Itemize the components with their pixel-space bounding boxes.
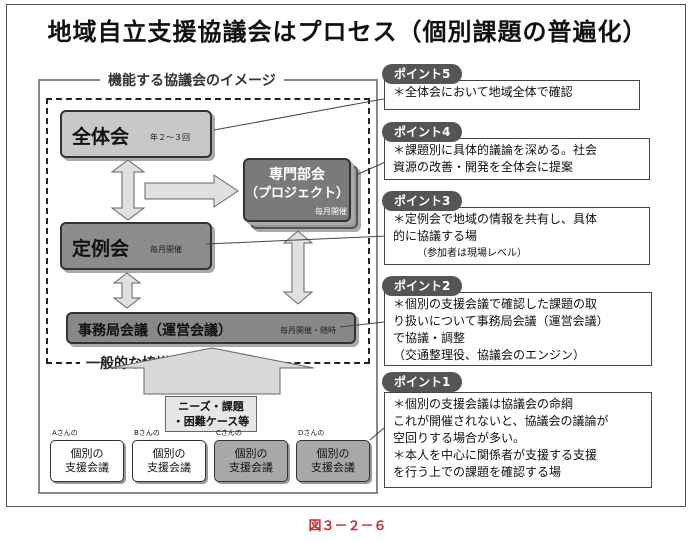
individual-c-line2: 支援会議 <box>229 461 273 474</box>
point4-line2: 資源の改善・開発を全体会に提案 <box>393 160 574 174</box>
jimu-label: 事務局会議（運営会議） <box>78 323 232 339</box>
individual-d-line2: 支援会議 <box>311 461 355 474</box>
point2-callout: ＊個別の支援会議で確認した課題の取 り扱いについて事務局会議（運営会議） で協議… <box>384 292 652 366</box>
point1-line3: 空回りする場合が多い。 <box>393 431 526 445</box>
zentai-label: 全体会 <box>72 126 130 148</box>
needs-line2: ・困難ケース等 <box>172 415 250 428</box>
teirei-box: 定例会 毎月開催 <box>60 222 212 270</box>
point3-tag: ポイント3 <box>382 191 463 211</box>
point4-line1: ＊課題別に具体的議論を深める。社会 <box>393 143 598 157</box>
zentai-box: 全体会 年２～３回 <box>60 110 212 158</box>
senmon-line1: 専門部会 <box>269 167 325 183</box>
double-arrow-zentai-teirei <box>110 159 146 221</box>
double-arrow-senmon-jimu <box>282 230 314 305</box>
point2-line2: り扱いについて事務局会議（運営会議） <box>393 314 609 328</box>
pointer-line-1 <box>369 427 385 441</box>
point1-line1: ＊個別の支援会議は協議会の命綱 <box>393 397 574 411</box>
point1-line4: ＊本人を中心に関係者が支援する支援 <box>393 448 598 462</box>
point4-callout: ＊課題別に具体的議論を深める。社会 資源の改善・開発を全体会に提案 <box>384 138 650 180</box>
jimu-note: 毎月開催・随時 <box>280 326 336 335</box>
pointer-line-5 <box>213 95 401 131</box>
point3-line2: 的に協議する場 <box>393 229 478 243</box>
teirei-label: 定例会 <box>72 238 130 260</box>
page-title: 地域自立支援協議会はプロセス（個別課題の普遍化） <box>47 18 648 46</box>
point5-tag: ポイント5 <box>382 64 463 84</box>
individual-meeting-c: 個別の 支援会議 <box>214 440 288 482</box>
point4-tag: ポイント4 <box>382 122 463 142</box>
point3-line1: ＊定例会で地域の情報を共有し、具体 <box>393 212 598 226</box>
individual-a-line1: 個別の <box>70 447 104 460</box>
point1-line5: を行う上での課題を確認する場 <box>393 465 562 479</box>
individual-d-line1: 個別の <box>316 447 350 460</box>
senmon-note: 毎月開催 <box>315 207 347 216</box>
senmon-line2: （プロジェクト） <box>245 186 350 201</box>
individual-a-line2: 支援会議 <box>65 461 109 474</box>
individual-name-c: Cさんの <box>216 429 242 437</box>
arrow-to-senmon <box>144 174 239 208</box>
individual-b-line2: 支援会議 <box>147 461 191 474</box>
double-arrow-teirei-jimu <box>112 272 142 309</box>
individual-meeting-b: 個別の 支援会議 <box>132 440 206 482</box>
point1-callout: ＊個別の支援会議は協議会の命綱 これが開催されないと、協議会の議論が 空回りする… <box>384 392 652 488</box>
needs-line1: ニーズ・課題 <box>178 400 244 413</box>
point1-line2: これが開催されないと、協議会の議論が <box>393 414 609 428</box>
point2-line4: （交通整理役、協議会のエンジン） <box>393 348 586 362</box>
pointer-line-2 <box>339 321 385 328</box>
zentai-note: 年２～３回 <box>150 133 190 142</box>
point1-tag: ポイント1 <box>382 372 463 392</box>
jimu-box: 事務局会議（運営会議） 毎月開催・随時 <box>66 312 356 344</box>
individual-meeting-d: 個別の 支援会議 <box>296 440 370 482</box>
outer-frame-label: 機能する協議会のイメージ <box>100 70 284 90</box>
individual-c-line1: 個別の <box>234 447 268 460</box>
senmon-box: 専門部会 （プロジェクト） 毎月開催 <box>243 158 351 222</box>
teirei-note: 毎月開催 <box>150 245 182 254</box>
individual-b-line1: 個別の <box>152 447 186 460</box>
individual-name-b: Bさんの <box>134 429 160 437</box>
pointer-line-3 <box>205 235 389 245</box>
individual-name-a: Aさんの <box>52 429 78 437</box>
point5-line: ＊全体会において地域全体で確認 <box>393 85 573 99</box>
point3-callout: ＊定例会で地域の情報を共有し、具体 的に協議する場 （参加者は現場レベル） <box>384 207 650 265</box>
point2-tag: ポイント2 <box>382 276 463 296</box>
point2-line3: で協議・調整 <box>393 331 466 345</box>
point5-callout: ＊全体会において地域全体で確認 <box>384 80 640 110</box>
individual-meeting-a: 個別の 支援会議 <box>50 440 124 482</box>
point2-line1: ＊個別の支援会議で確認した課題の取 <box>393 297 598 311</box>
needs-box: ニーズ・課題 ・困難ケース等 <box>165 396 257 432</box>
arrow-needs-up <box>109 347 315 395</box>
point3-line3: （参加者は現場レベル） <box>417 248 527 259</box>
figure-caption: 図３－２－６ <box>308 519 387 534</box>
individual-name-d: Dさんの <box>298 429 325 437</box>
